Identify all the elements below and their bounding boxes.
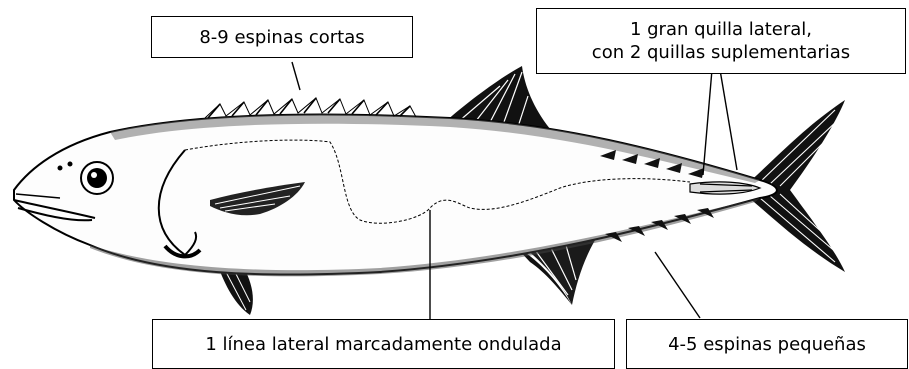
pelvic-fin	[218, 266, 253, 315]
callout-lateral-line: 1 línea lateral marcadamente ondulada	[152, 319, 615, 369]
fish-head	[13, 149, 202, 259]
callout-lateral-keel: 1 gran quilla lateral, con 2 quillas sup…	[536, 8, 906, 74]
lateral-line	[184, 139, 691, 224]
callout-ventral-spines: 4-5 espinas pequeñas	[626, 319, 908, 369]
callout-dorsal-spines-text: 8-9 espinas cortas	[199, 26, 365, 48]
pectoral-fin	[210, 182, 305, 216]
callout-ventral-spines-text: 4-5 espinas pequeñas	[668, 333, 866, 355]
caudal-fin	[740, 100, 845, 272]
fish-eye	[80, 161, 114, 195]
callout-lateral-line-text: 1 línea lateral marcadamente ondulada	[205, 333, 562, 355]
dorsal-spines	[204, 97, 417, 119]
callout-lateral-keel-line2: con 2 quillas suplementarias	[591, 42, 851, 63]
lateral-keel	[689, 181, 762, 195]
pointer-lines	[291, 57, 738, 324]
callout-lateral-keel-line1: 1 gran quilla lateral,	[629, 19, 813, 40]
dorsal-finlets	[600, 150, 704, 178]
fish-body	[13, 113, 778, 277]
callout-dorsal-spines: 8-9 espinas cortas	[151, 16, 413, 58]
ventral-finlets	[605, 208, 714, 242]
